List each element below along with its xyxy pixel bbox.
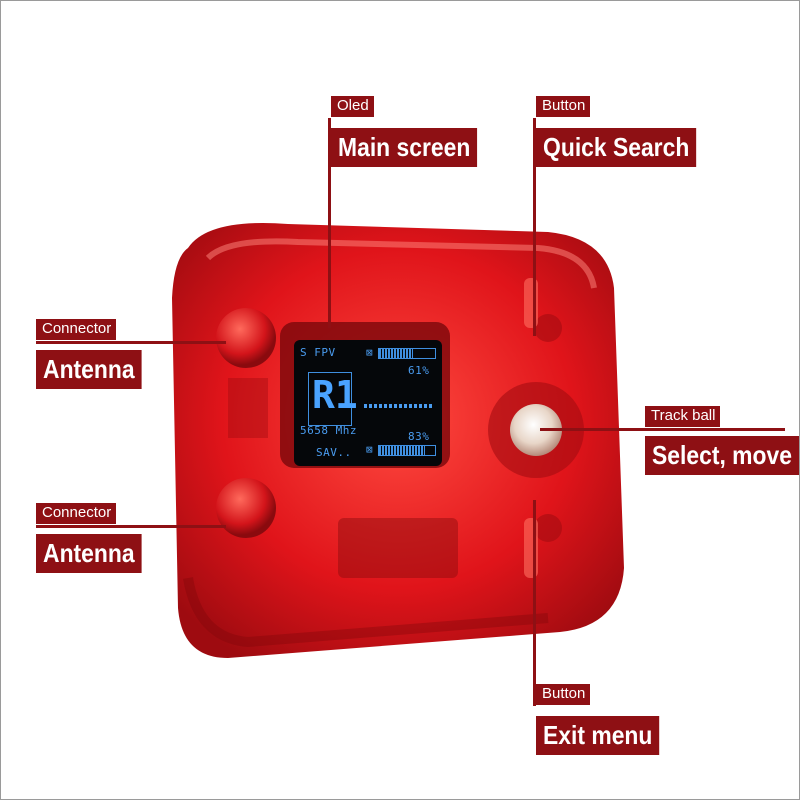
exit-menu-leader-line [533, 500, 536, 706]
quick-search-category: Button [536, 96, 591, 117]
antenna-b-signal: 83% [408, 430, 430, 443]
oled-screen: S FPV ⊠ 61% R1 5658 Mhz 83% ⊠ SAV.. [294, 340, 442, 466]
channel-box: R1 [308, 372, 358, 426]
oled-category: Oled [331, 96, 374, 117]
antenna-top-label: Antenna [36, 350, 142, 389]
antenna-top-category: Connector [36, 319, 117, 340]
antenna-bottom-label: Antenna [36, 534, 142, 573]
signal-dots [364, 404, 432, 408]
antenna-b-bar [378, 445, 436, 456]
antenna-b-bar-fill [379, 446, 426, 455]
oled-label: Main screen [331, 128, 478, 167]
track-ball-label: Select, move [645, 436, 799, 475]
track-ball-category: Track ball [645, 406, 721, 427]
antenna-a-icon: ⊠ [366, 346, 373, 359]
exit-menu-label: Exit menu [536, 716, 660, 755]
antenna-bottom-category: Connector [36, 503, 117, 524]
antenna-a-bar [378, 348, 436, 359]
quick-search-label: Quick Search [536, 128, 697, 167]
oled-header: S FPV [300, 346, 336, 359]
quick-search-leader-line [533, 118, 536, 336]
status-label: SAV.. [316, 446, 352, 459]
antenna-top-leader-line [36, 341, 226, 344]
antenna-b-icon: ⊠ [366, 443, 373, 456]
antenna-bottom-leader-line [36, 525, 226, 528]
track-ball-leader-line [540, 428, 785, 431]
oled-leader-line [328, 118, 331, 328]
antenna-a-signal: 61% [408, 364, 430, 377]
exit-menu-category: Button [536, 684, 591, 705]
frequency-label: 5658 Mhz [300, 424, 357, 437]
channel-label: R1 [312, 373, 358, 417]
antenna-a-bar-fill [379, 349, 414, 358]
